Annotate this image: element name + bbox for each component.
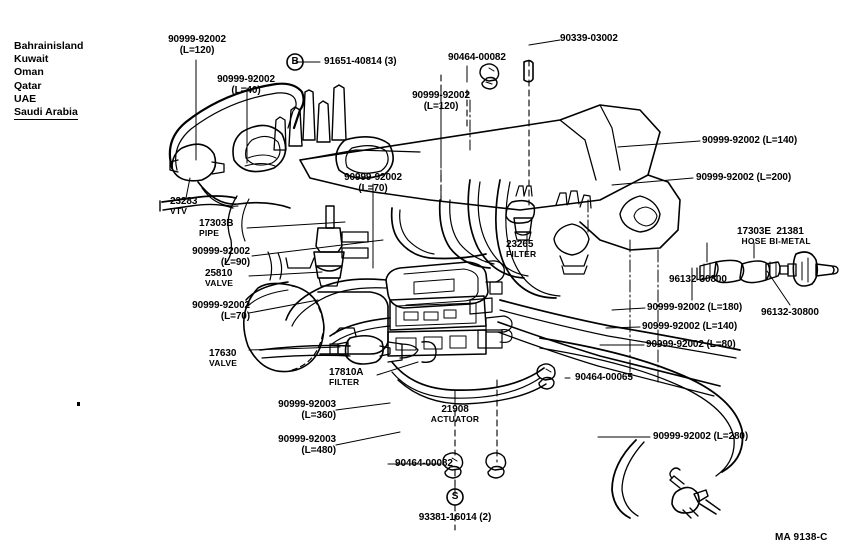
marker-b-circle — [286, 53, 304, 71]
part-length: (L=120) — [423, 101, 459, 112]
country-oman: Oman — [14, 66, 44, 79]
country-bahrain: Bahrainisland — [14, 40, 84, 52]
callout-clip-00065: 90464-00065 — [575, 372, 633, 383]
part-length: (L=70) — [358, 183, 388, 194]
part-number: 90999-92002 — [217, 74, 275, 85]
callout-clamp-91651: 91651-40814 (3) — [324, 56, 397, 67]
callout-hose-17303e: 17303E HOSE — [717, 226, 791, 247]
part-number: 90999-92002 — [412, 90, 470, 101]
country-kuwait: Kuwait — [14, 53, 49, 66]
callout-hose-140-mid: 90999-92002 (L=140) — [642, 321, 738, 332]
callout-valve-25810: 25810 VALVE — [205, 268, 233, 289]
callout-hose-140-right: 90999-92002 (L=140) — [702, 135, 798, 146]
marker-b-letter: B — [291, 56, 299, 67]
callout-hose-80: 90999-92002 (L=80) — [646, 339, 736, 350]
part-number: 21381 — [776, 226, 804, 237]
registration-mark — [77, 402, 80, 406]
callout-hose-70-left: 90999-92002 (L=70) — [178, 300, 250, 322]
callout-hose-40: 90999-92002 (L=40) — [217, 74, 275, 96]
part-name: FILTER — [329, 377, 360, 387]
callout-hose-480: 90999-92003 (L=480) — [264, 434, 336, 456]
part-name: FILTER — [506, 249, 537, 259]
part-number: 90999-92002 — [344, 172, 402, 183]
part-number: 90999-92002 — [168, 34, 226, 45]
part-number: 90999-92002 — [192, 300, 250, 311]
part-name: VALVE — [205, 278, 234, 288]
country-saudi-arabia: Saudi Arabia — [14, 106, 78, 121]
part-length: (L=120) — [179, 45, 215, 56]
part-name: VALVE — [209, 358, 238, 368]
callout-clamp-96132-right: 96132-30800 — [761, 307, 819, 318]
marker-s-letter: S — [451, 491, 459, 502]
part-length: (L=40) — [231, 85, 261, 96]
part-name: PIPE — [199, 228, 220, 238]
part-length: (L=480) — [301, 445, 336, 456]
callout-plug-90339: 90339-03002 — [560, 33, 618, 44]
part-name: VTV — [170, 206, 188, 216]
callout-hose-180: 90999-92002 (L=180) — [647, 302, 743, 313]
market-country-list: Bahrainisland Kuwait Oman Qatar UAE Saud… — [14, 40, 84, 121]
callout-clip-00082-bottom: 90464-00082 — [395, 458, 453, 469]
part-name: ACTUATOR — [430, 414, 480, 424]
callout-hose-70-mid: 90999-92002 (L=70) — [337, 172, 409, 194]
callout-bolt-93381: 93381-16014 (2) — [418, 512, 492, 523]
part-number: 25810 — [205, 268, 233, 279]
callout-hose-280: 90999-92002 (L=280) — [653, 431, 749, 442]
callout-filter-17810a: 17810A FILTER — [329, 367, 364, 388]
part-number: 17810A — [329, 367, 364, 378]
part-number: 23265 — [506, 239, 534, 250]
sheet-code: MA 9138-C — [775, 532, 828, 543]
callout-vtv-23283: 23283 VTV — [170, 196, 197, 217]
callout-hose-90: 90999-92002 (L=90) — [178, 246, 250, 268]
part-length: (L=90) — [220, 257, 250, 268]
callout-bimetal-21381: 21381 BI-METAL — [753, 226, 827, 247]
callout-clamp-96132-left: 96132-30800 — [669, 274, 727, 285]
part-number: 23283 — [170, 196, 198, 207]
part-number: 17303E — [737, 226, 771, 237]
part-number: 17303B — [199, 218, 234, 229]
callout-valve-17630: 17630 VALVE — [209, 348, 237, 369]
callout-hose-120-top-left: 90999-92002 (L=120) — [168, 34, 226, 56]
country-qatar: Qatar — [14, 79, 42, 92]
callout-actuator-21908: 21908 ACTUATOR — [412, 404, 498, 425]
part-length: (L=70) — [220, 311, 250, 322]
part-number: 90999-92002 — [192, 246, 250, 257]
callout-filter-23265: 23265 FILTER — [506, 239, 536, 260]
country-uae: UAE — [14, 92, 37, 105]
marker-s-circle — [446, 488, 464, 506]
part-name: BI-METAL — [769, 236, 811, 246]
part-number: 17630 — [209, 348, 237, 359]
callout-pipe-17303b: 17303B PIPE — [199, 218, 234, 239]
callout-hose-120-mid: 90999-92002 (L=120) — [412, 90, 470, 112]
callout-hose-360: 90999-92003 (L=360) — [264, 399, 336, 421]
part-number: 90999-92003 — [278, 434, 336, 445]
part-length: (L=360) — [301, 410, 336, 421]
callout-hose-200-right: 90999-92002 (L=200) — [696, 172, 792, 183]
part-number: 21908 — [441, 404, 469, 415]
callout-clip-00082-top: 90464-00082 — [448, 52, 506, 63]
part-name: HOSE — [741, 236, 767, 246]
part-number: 90999-92003 — [278, 399, 336, 410]
